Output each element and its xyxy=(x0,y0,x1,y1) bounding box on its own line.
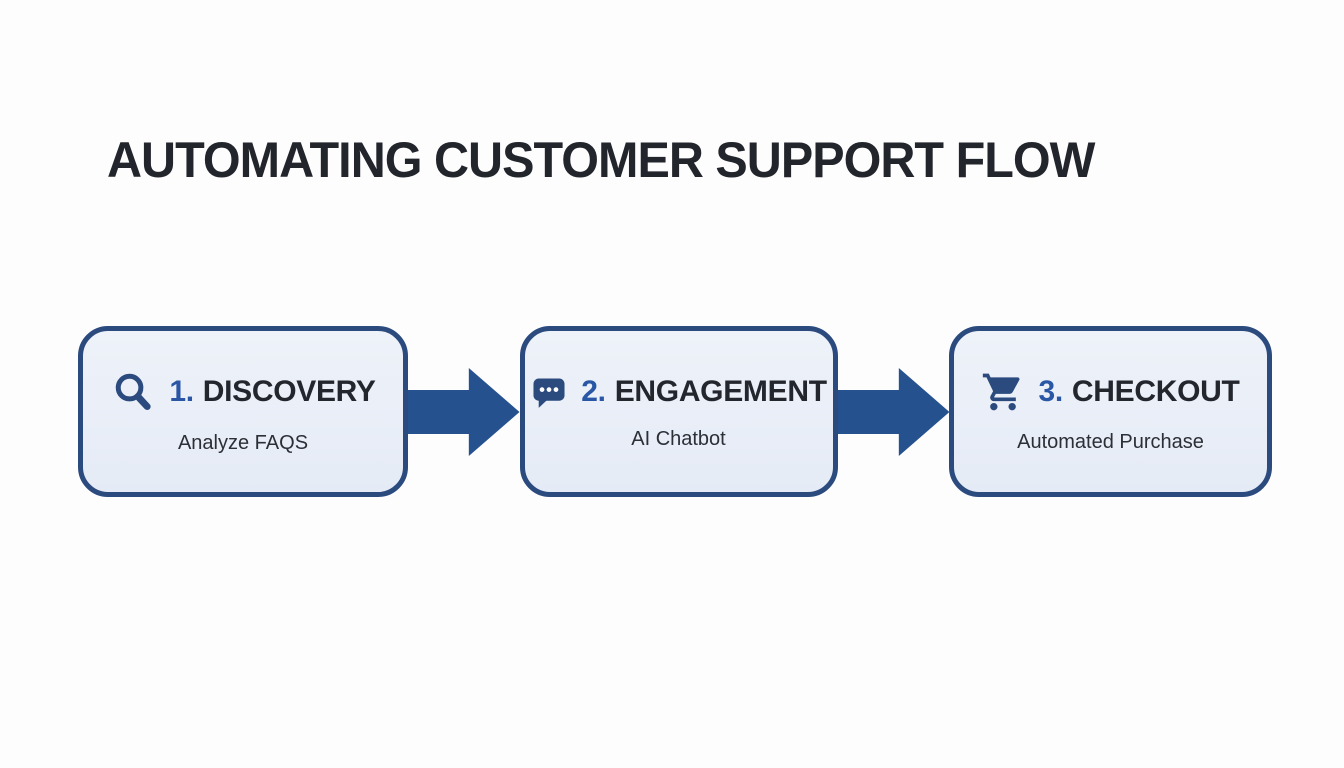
step-header: 1.DISCOVERY xyxy=(110,369,376,415)
step-number: 1. xyxy=(169,374,194,408)
page-title: AUTOMATING CUSTOMER SUPPORT FLOW xyxy=(107,132,1095,188)
flow-arrow xyxy=(837,366,949,458)
flow-diagram: 1.DISCOVERY Analyze FAQS xyxy=(78,326,1272,497)
step-subtitle: AI Chatbot xyxy=(631,427,726,450)
step-header: 2.ENGAGEMENT xyxy=(530,373,827,411)
step-box-engagement: 2.ENGAGEMENT AI Chatbot xyxy=(519,326,838,497)
flow-arrow xyxy=(408,366,520,458)
step-box-discovery: 1.DISCOVERY Analyze FAQS xyxy=(78,326,408,497)
step-box-checkout: 3.CHECKOUT Automated Purchase xyxy=(949,326,1272,497)
step-number: 2. xyxy=(581,374,606,408)
step-number: 3. xyxy=(1038,374,1063,408)
step-label: CHECKOUT xyxy=(1071,374,1240,408)
step-label: DISCOVERY xyxy=(202,374,376,408)
shopping-cart-icon xyxy=(981,370,1025,414)
step-label: ENGAGEMENT xyxy=(614,374,827,408)
magnifier-icon xyxy=(110,369,156,415)
step-header: 3.CHECKOUT xyxy=(981,370,1240,414)
chat-bubble-icon xyxy=(530,373,568,411)
step-subtitle: Automated Purchase xyxy=(1017,430,1204,453)
step-title: 1.DISCOVERY xyxy=(169,374,376,409)
step-title: 3.CHECKOUT xyxy=(1038,375,1239,409)
step-title: 2.ENGAGEMENT xyxy=(581,374,827,409)
step-subtitle: Analyze FAQS xyxy=(177,431,309,454)
